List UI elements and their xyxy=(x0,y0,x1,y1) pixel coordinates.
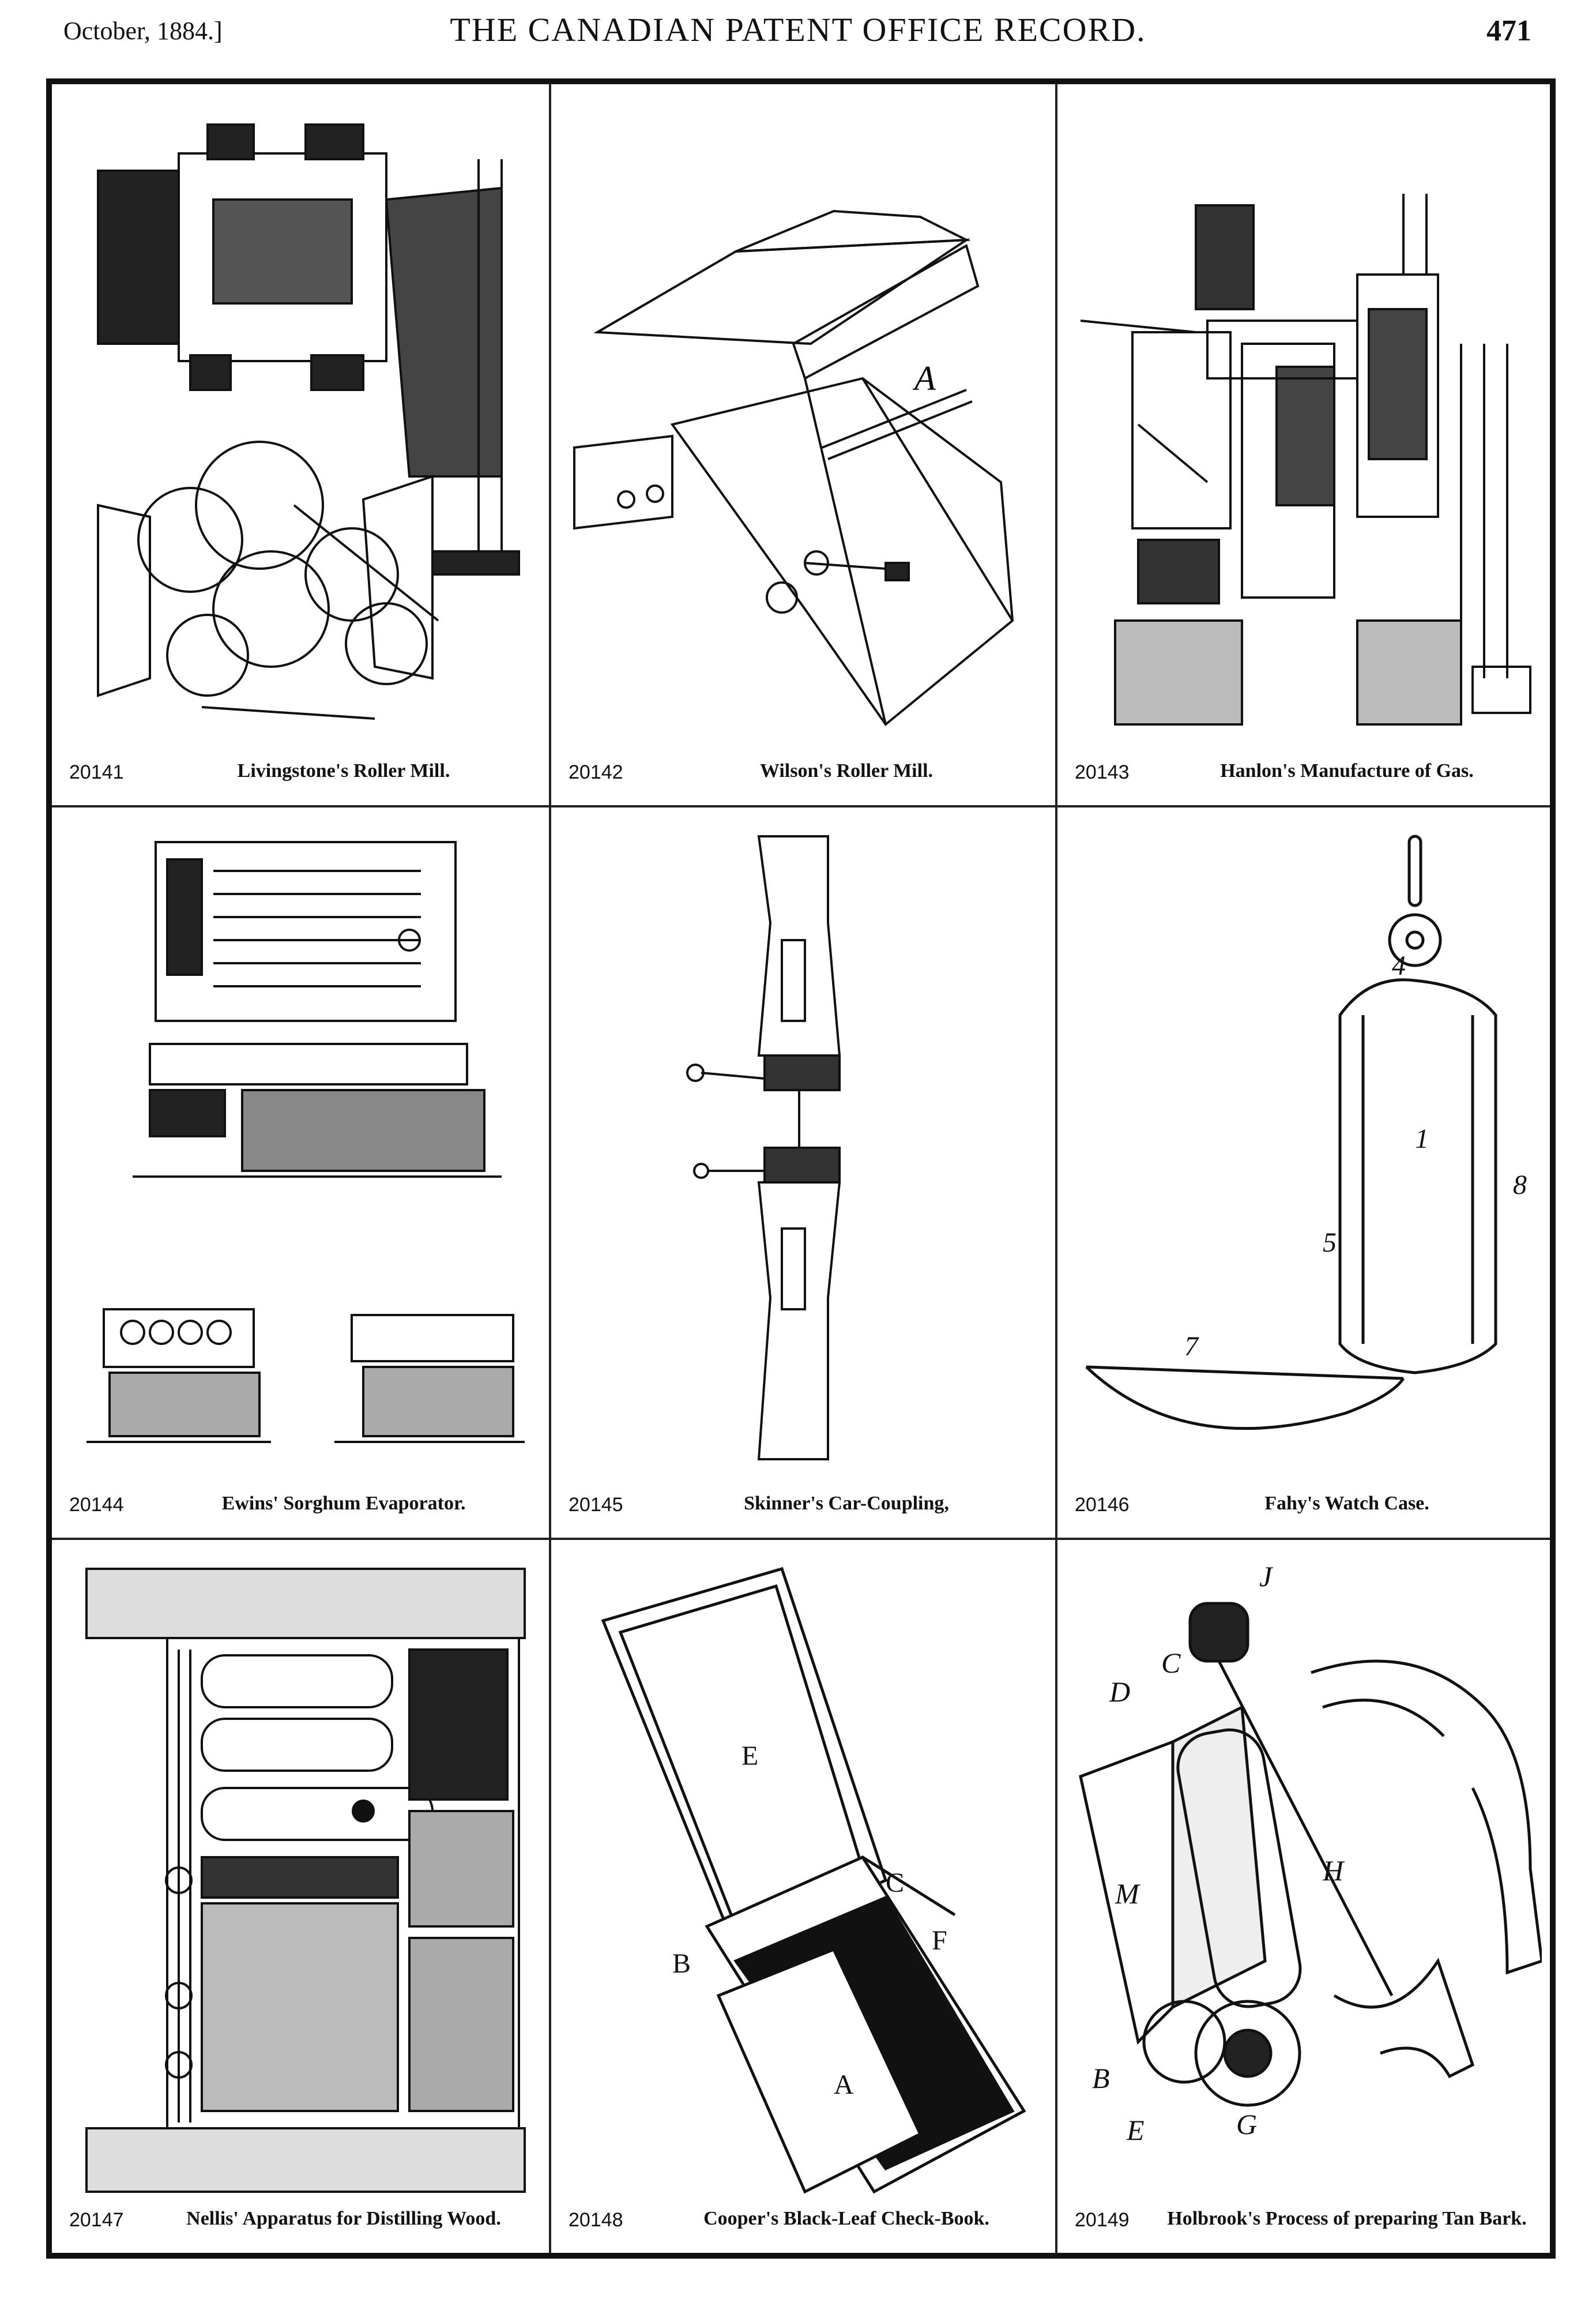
drawing-label: 4 xyxy=(1392,951,1406,981)
check-book-drawing: E A B C F xyxy=(563,1557,1041,2197)
roller-mill-hopper-illustration: A xyxy=(573,209,1014,726)
patent-number: 20145 xyxy=(569,1494,623,1516)
patent-number: 20146 xyxy=(1075,1494,1130,1516)
drawing-label: E xyxy=(741,1741,758,1771)
tan-bark-machine-drawing: M D C J H B E G xyxy=(1069,1557,1542,2197)
row-divider xyxy=(52,1538,1550,1540)
car-coupling-illustration xyxy=(686,835,841,1460)
figure-cell-20143: 20143 Hanlon's Manufacture of Gas. xyxy=(1057,84,1550,805)
figure-cell-20141: 20141 Livingstone's Roller Mill. xyxy=(52,84,549,805)
figure-caption: 20147 Nellis' Apparatus for Distilling W… xyxy=(52,2204,549,2239)
drawing-label: A xyxy=(834,2069,854,2100)
figure-cell-20144: 20144 Ewins' Sorghum Evaporator. xyxy=(52,807,549,1538)
drawing-label: 8 xyxy=(1513,1170,1527,1200)
watch-case-illustration: 4 5 8 1 7 xyxy=(1085,835,1527,1430)
drawing-label: J xyxy=(1259,1560,1274,1592)
column-divider xyxy=(1055,84,1057,2253)
figure-caption: 20142 Wilson's Roller Mill. xyxy=(551,757,1055,791)
drawing-label: 7 xyxy=(1184,1331,1199,1362)
drawing-label: D xyxy=(1109,1676,1130,1708)
distilling-apparatus-drawing xyxy=(63,1557,536,2197)
patent-title: Ewins' Sorghum Evaporator. xyxy=(221,1493,466,1514)
drawing-label: C xyxy=(886,1868,904,1898)
figure-cell-20149: M D C J H B E G 20149 Holbrook's Process… xyxy=(1057,1540,1550,2253)
issue-date: October, 1884.] xyxy=(63,17,223,45)
patent-title: Livingstone's Roller Mill. xyxy=(237,760,450,782)
page-header: October, 1884.] THE CANADIAN PATENT OFFI… xyxy=(0,0,1596,63)
figure-caption: 20146 Fahy's Watch Case. xyxy=(1057,1489,1550,1524)
figure-caption: 20143 Hanlon's Manufacture of Gas. xyxy=(1057,757,1550,791)
figure-caption: 20141 Livingstone's Roller Mill. xyxy=(52,757,549,791)
evaporator-illustration xyxy=(86,841,525,1443)
roller-mill-hopper-drawing: A xyxy=(563,102,1041,753)
drawing-label: B xyxy=(1092,2062,1110,2094)
drawing-label: E xyxy=(1126,2114,1145,2146)
patent-number: 20141 xyxy=(69,761,124,783)
watch-case-drawing: 4 5 8 1 7 xyxy=(1069,825,1542,1482)
patent-number: 20144 xyxy=(69,1494,124,1516)
figure-cell-20148: E A B C F 20148 Cooper's Black-Leaf Chec… xyxy=(551,1540,1055,2253)
patent-title: Holbrook's Process of preparing Tan Bark… xyxy=(1167,2208,1527,2229)
gas-apparatus-illustration xyxy=(1080,194,1531,726)
distilling-apparatus-illustration xyxy=(85,1568,526,2193)
patent-title: Hanlon's Manufacture of Gas. xyxy=(1220,760,1474,782)
car-coupling-drawing xyxy=(563,825,1041,1482)
tan-bark-machine-illustration: M D C J H B E G xyxy=(1079,1560,1542,2146)
drawing-label: B xyxy=(672,1948,691,1979)
patent-title: Wilson's Roller Mill. xyxy=(759,760,933,782)
drawing-label: 5 xyxy=(1323,1227,1337,1258)
page-number: 471 xyxy=(1486,14,1531,47)
figure-caption: 20148 Cooper's Black-Leaf Check-Book. xyxy=(551,2204,1055,2239)
roller-mill-illustration xyxy=(97,123,520,720)
drawing-label: M xyxy=(1115,1877,1140,1910)
patent-number: 20148 xyxy=(569,2209,623,2231)
drawing-label: F xyxy=(932,1925,947,1956)
patent-title: Fahy's Watch Case. xyxy=(1264,1493,1429,1514)
patent-title: Cooper's Black-Leaf Check-Book. xyxy=(703,2208,989,2229)
column-divider xyxy=(549,84,551,2253)
drawing-label: A xyxy=(912,359,936,397)
figure-cell-20146: 4 5 8 1 7 20146 Fahy's Watch Case. xyxy=(1057,807,1550,1538)
figure-frame: 20141 Livingstone's Roller Mill. xyxy=(46,78,1556,2259)
drawing-label: 1 xyxy=(1415,1124,1429,1154)
figure-cell-20142: A 20142 Wilson's Roller Mill. xyxy=(551,84,1055,805)
publication-title: THE CANADIAN PATENT OFFICE RECORD. xyxy=(450,11,1146,48)
patent-number: 20149 xyxy=(1075,2209,1130,2231)
patent-number: 20142 xyxy=(569,761,623,783)
row-divider xyxy=(52,805,1550,807)
drawing-label: C xyxy=(1161,1647,1181,1679)
figure-cell-20147: 20147 Nellis' Apparatus for Distilling W… xyxy=(52,1540,549,2253)
gas-apparatus-drawing xyxy=(1069,102,1542,753)
figure-caption: 20144 Ewins' Sorghum Evaporator. xyxy=(52,1489,549,1524)
evaporator-drawing xyxy=(63,825,536,1482)
roller-mill-drawing xyxy=(63,102,536,753)
figure-caption: 20145 Skinner's Car-Coupling, xyxy=(551,1489,1055,1524)
figure-caption: 20149 Holbrook's Process of preparing Ta… xyxy=(1057,2204,1550,2239)
check-book-illustration: E A B C F xyxy=(601,1567,1026,2194)
drawing-label: H xyxy=(1322,1854,1345,1887)
patent-number: 20147 xyxy=(69,2209,124,2231)
patent-title: Nellis' Apparatus for Distilling Wood. xyxy=(186,2208,501,2229)
patent-title: Skinner's Car-Coupling, xyxy=(744,1493,949,1514)
patent-number: 20143 xyxy=(1075,761,1130,783)
drawing-label: G xyxy=(1236,2108,1257,2140)
figure-cell-20145: 20145 Skinner's Car-Coupling, xyxy=(551,807,1055,1538)
